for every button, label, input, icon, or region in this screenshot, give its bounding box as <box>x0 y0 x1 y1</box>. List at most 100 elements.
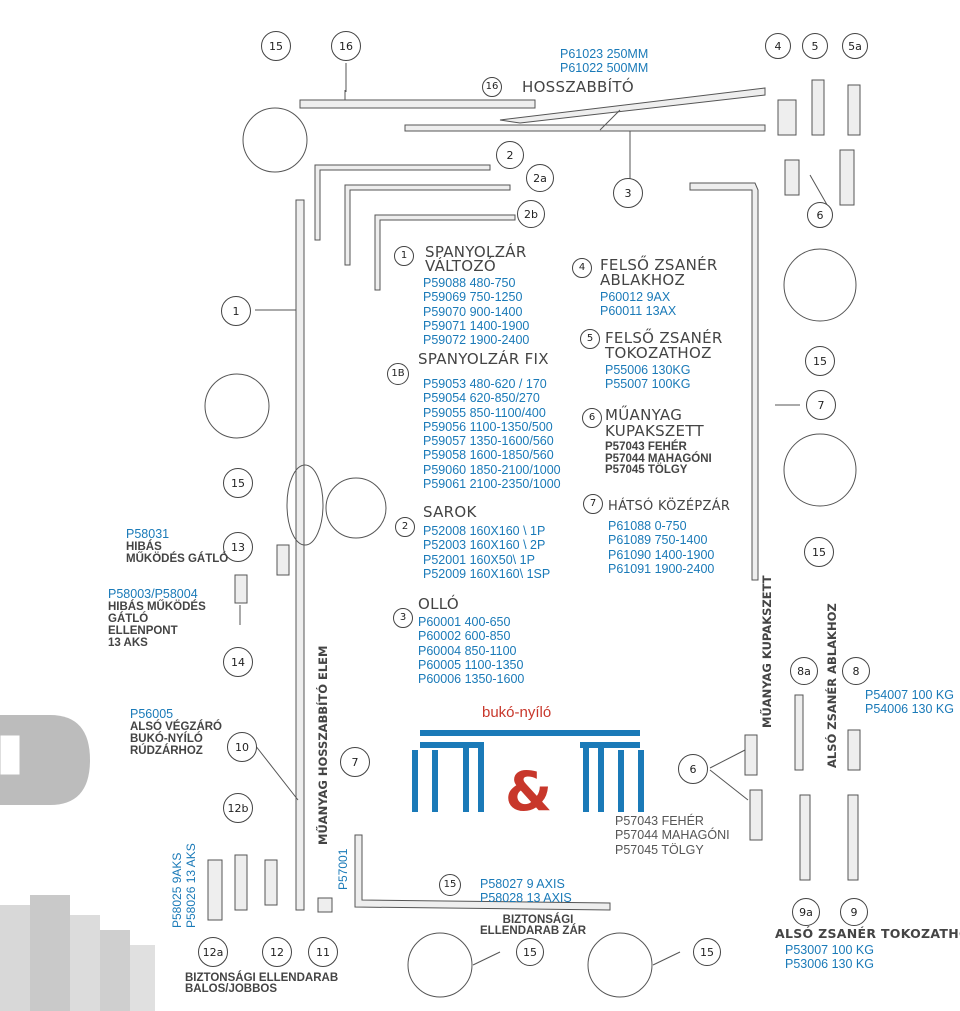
part-13-drawing <box>276 544 290 576</box>
part-2-drawing <box>314 164 516 291</box>
callout-8: 8 <box>842 657 870 685</box>
callout-7b: 7 <box>340 747 370 777</box>
callout-1s: 1 <box>394 246 414 266</box>
heading-felso-zaner-tokozat: FELSŐ ZSANÉR <box>605 329 723 347</box>
heading-felso-zaner-ablak-2: ABLAKHOZ <box>600 271 686 289</box>
part-12a-drawing <box>207 859 223 921</box>
vertical-p57001: P57001 <box>336 848 350 890</box>
heading-felso-zaner-ablak: FELSŐ ZSANÉR <box>600 256 718 274</box>
callout-1b: 1B <box>387 363 409 385</box>
callout-15g: 15 <box>693 938 721 966</box>
callout-15e: 15 <box>439 874 461 896</box>
detail-circle-6 <box>407 932 473 998</box>
callout-8a: 8a <box>790 657 818 685</box>
callout-9: 9 <box>840 898 868 926</box>
vertical-muanyag-kupakszett: MŰANYAG KUPAKSZETT <box>760 575 774 728</box>
part-4-drawing <box>777 99 797 136</box>
part-16-drawing <box>299 63 536 109</box>
callout-9a: 9a <box>792 898 820 926</box>
callout-2s: 2 <box>395 517 415 537</box>
callout-7s: 7 <box>583 494 603 514</box>
vertical-muanyag-hosszabbito: MŰANYAG HOSSZABBÍTÓ ELEM <box>316 645 330 845</box>
callout-2a: 2a <box>526 164 554 192</box>
callout-7: 7 <box>806 390 836 420</box>
heading-spanyolzar-valtozo: SPANYOLZÁR <box>425 243 527 261</box>
callout-6s: 6 <box>582 408 602 428</box>
detail-ellipse <box>286 464 324 546</box>
callout-11: 11 <box>308 937 338 967</box>
callout-5s: 5 <box>580 329 600 349</box>
callout-4s: 4 <box>572 258 592 278</box>
heading-spanyolzar-fix: SPANYOLZÁR FIX <box>418 350 549 368</box>
part-8a-drawing <box>794 694 804 771</box>
kupak-piece-b <box>749 789 763 841</box>
building-decoration <box>0 895 155 1011</box>
tt-ampersand: & <box>505 760 552 823</box>
heading-hosszabbito: HOSSZABBÍTÓ <box>522 78 634 96</box>
callout-15d: 15 <box>804 537 834 567</box>
callout-2: 2 <box>496 141 524 169</box>
callout-14: 14 <box>223 647 253 677</box>
p56005-code: P56005 <box>130 707 174 721</box>
callout-3s: 3 <box>393 608 413 628</box>
callout-13: 13 <box>223 532 253 562</box>
part-14-drawing <box>234 574 248 604</box>
kupak-piece-a <box>744 734 758 776</box>
heading-hatso-kozepzar: HÁTSÓ KÖZÉPZÁR <box>608 499 731 514</box>
part-9-drawing <box>847 794 859 881</box>
part-1-drawing <box>255 199 305 911</box>
callout-2b: 2b <box>517 200 545 228</box>
part-5a-drawing <box>847 84 861 136</box>
part-7-drawing <box>689 182 800 581</box>
vertical-p58025: P58025 9AKS <box>170 852 184 928</box>
callout-16b: 16 <box>482 77 502 97</box>
heading-muanyag-kupakszett-2: KUPAKSZETT <box>605 422 704 440</box>
brand-tagline: bukó-nyíló <box>482 704 552 721</box>
callout-10: 10 <box>227 732 257 762</box>
callout-1: 1 <box>221 296 251 326</box>
door-logo-decoration <box>0 715 90 805</box>
heading-ollo: OLLÓ <box>418 595 459 613</box>
callout-12: 12 <box>262 937 292 967</box>
detail-circle-1 <box>242 107 308 173</box>
callout-6: 6 <box>807 202 833 228</box>
detail-circle-5 <box>783 433 857 507</box>
vertical-also-zaner-ablakhoz: ALSÓ ZSANÉR ABLAKHOZ <box>825 603 839 768</box>
part-6-cap-a <box>784 159 800 196</box>
part-12-drawing <box>264 859 278 906</box>
callout-15b: 15 <box>805 346 835 376</box>
part-5-drawing <box>811 79 825 136</box>
callout-15a: 15 <box>261 31 291 61</box>
part-3-drawing <box>404 87 766 180</box>
heading-sarok: SAROK <box>423 503 477 521</box>
p58031-code: P58031 <box>126 527 170 541</box>
heading-muanyag-kupakszett: MŰANYAG <box>605 406 683 424</box>
detail-circle-2 <box>204 373 270 439</box>
callout-6b: 6 <box>678 754 708 784</box>
part-15-bottom-drawing <box>354 834 611 911</box>
callout-5a: 5a <box>842 33 868 59</box>
p58003-code: P58003/P58004 <box>108 587 198 601</box>
part-6-cap-b <box>839 149 855 206</box>
callout-15c: 15 <box>223 468 253 498</box>
detail-circle-3 <box>325 477 387 539</box>
callout-12b: 12b <box>223 793 253 823</box>
part-9a-drawing <box>799 794 811 881</box>
callout-12a: 12a <box>198 937 228 967</box>
